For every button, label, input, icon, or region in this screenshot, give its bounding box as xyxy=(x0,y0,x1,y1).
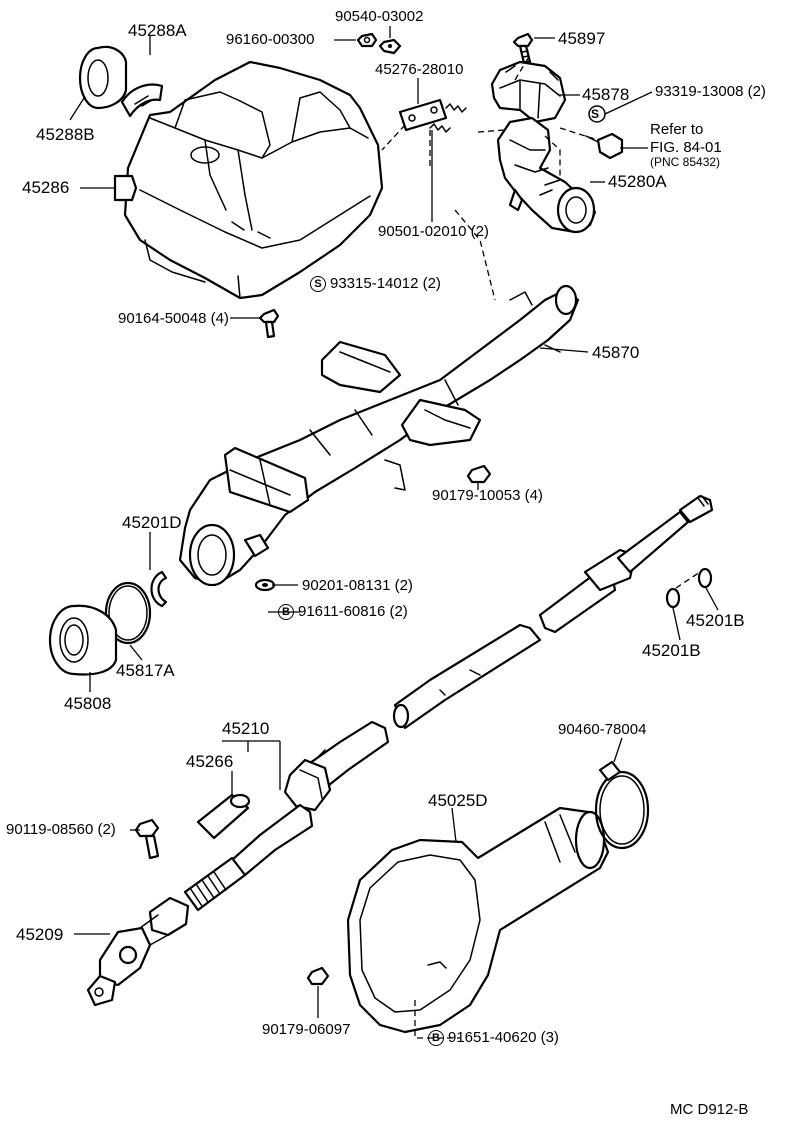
snap-ring-45201B-a xyxy=(697,567,713,589)
label-45025D: 45025D xyxy=(428,791,488,810)
bracket-45276 xyxy=(398,98,467,133)
label-45210: 45210 xyxy=(222,719,270,738)
label-90201-08131: 90201-08131 (2) xyxy=(302,577,413,594)
washer-90201 xyxy=(254,578,276,592)
column-tube-45870 xyxy=(178,284,580,587)
label-45280A: 45280A xyxy=(608,172,667,191)
label-45201D: 45201D xyxy=(122,513,182,532)
b-marker-2: B xyxy=(428,1030,444,1047)
nut-90179-10053 xyxy=(466,464,492,484)
steering-lock-45280A xyxy=(496,116,597,234)
refer-line-3: (PNC 85432) xyxy=(650,155,721,169)
o-ring-45817A xyxy=(104,581,152,645)
label-45870: 45870 xyxy=(592,343,640,362)
nut-90179-06097 xyxy=(306,966,330,986)
label-45209: 45209 xyxy=(16,925,64,944)
s-marker: S xyxy=(310,276,326,293)
label-45276-28010: 45276-28010 xyxy=(375,61,464,78)
washer-90540 xyxy=(378,38,402,55)
universal-joint-45209 xyxy=(86,896,190,1007)
refer-line-2: FIG. 84-01 xyxy=(650,139,722,156)
label-45286: 45286 xyxy=(22,178,70,197)
snap-ring-45201B-b xyxy=(665,587,681,609)
label-45266: 45266 xyxy=(186,752,234,771)
steering-shaft-upper xyxy=(392,494,714,730)
nut-96160 xyxy=(356,32,378,48)
label-90540-03002: 90540-03002 xyxy=(335,8,424,25)
cover-ring-45288B xyxy=(78,45,128,110)
refer-line-1: Refer to xyxy=(650,121,704,138)
sleeve-45266 xyxy=(196,793,251,840)
clamp-90460 xyxy=(594,760,650,850)
label-90119-08560: 90119-08560 (2) xyxy=(6,821,116,838)
diagram-id: MC D912-B xyxy=(670,1101,749,1118)
s-marker-93319: S xyxy=(591,107,600,121)
label-93319-13008: 93319-13008 (2) xyxy=(655,83,766,100)
label-96160-00300: 96160-00300 xyxy=(226,31,315,48)
lock-housing-45878 xyxy=(490,60,567,124)
label-90460-78004: 90460-78004 xyxy=(558,721,647,738)
label-45808: 45808 xyxy=(64,694,112,713)
label-45288B: 45288B xyxy=(36,125,95,144)
bolt-90164 xyxy=(258,308,280,339)
bearing-45808 xyxy=(48,604,118,676)
label-45817A: 45817A xyxy=(116,661,175,680)
label-45288A: 45288A xyxy=(128,21,187,40)
bolt-90119 xyxy=(134,818,160,860)
label-90501-02010: 90501-02010 (2) xyxy=(378,223,489,240)
snap-ring-45201D xyxy=(150,570,168,608)
label-90179-10053: 90179-10053 (4) xyxy=(432,487,543,504)
label-45201B-top: 45201B xyxy=(686,611,745,630)
label-45897: 45897 xyxy=(558,29,606,48)
boot-45025D xyxy=(346,806,610,1034)
label-90164-50048: 90164-50048 (4) xyxy=(118,310,229,327)
label-45201B-bottom: 45201B xyxy=(642,641,701,660)
leader-lines xyxy=(69,26,719,1039)
b-marker: B xyxy=(278,604,294,621)
key-cylinder-ref xyxy=(585,132,624,160)
column-cover-45286 xyxy=(123,60,384,300)
label-90179-06097: 90179-06097 xyxy=(262,1021,351,1038)
cover-clip-45288A xyxy=(120,83,164,118)
label-45878: 45878 xyxy=(582,85,630,104)
intermediate-shaft-45210 xyxy=(183,720,390,912)
